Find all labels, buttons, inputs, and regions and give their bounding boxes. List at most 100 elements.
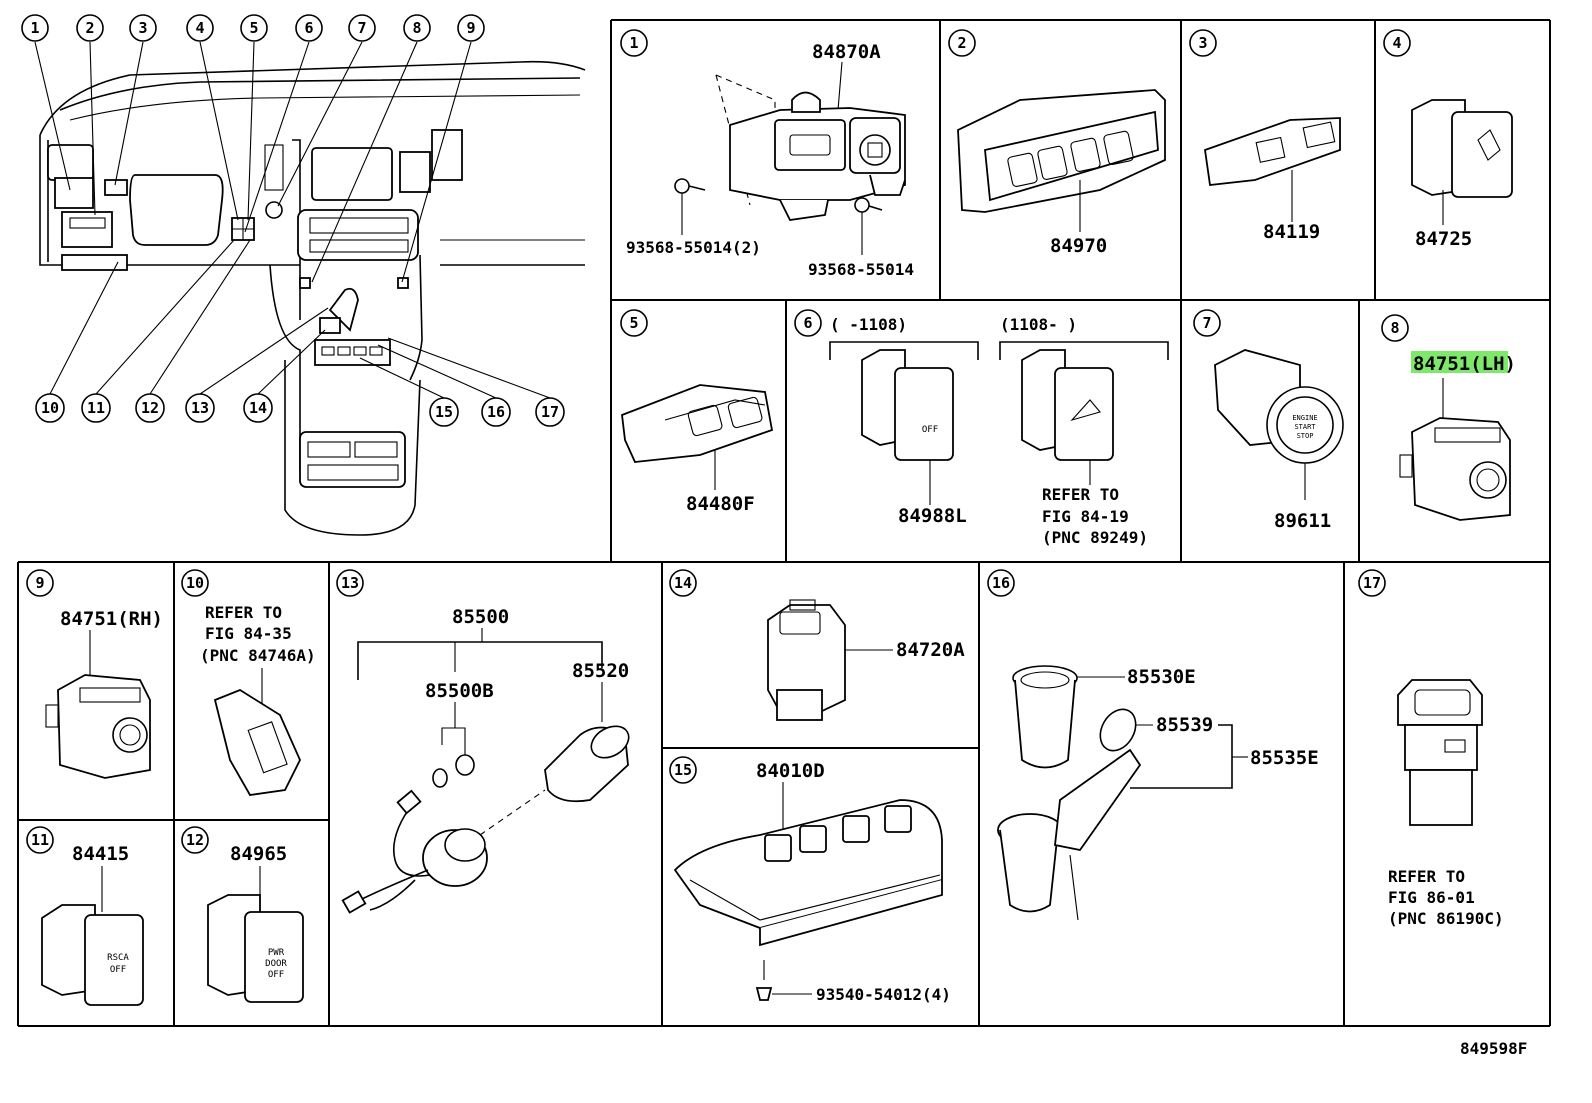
svg-text:7: 7 <box>1202 314 1211 332</box>
panel-12-part-number: 84965 <box>230 843 287 865</box>
overview-callout-15: 15 <box>429 397 459 427</box>
panel-6-ref-line-1: REFER TO <box>1042 485 1119 504</box>
svg-text:1: 1 <box>629 34 638 52</box>
overview-callout-7: 7 <box>348 14 376 42</box>
panel-15-part-number: 84010D <box>756 760 825 782</box>
panel-14-part-number: 84720A <box>896 639 965 661</box>
panel-12-switch-text-2: DOOR <box>265 959 287 969</box>
svg-text:13: 13 <box>341 574 359 592</box>
overview-callout-8: 8 <box>403 14 431 42</box>
overview-callout-4: 4 <box>186 14 214 42</box>
panel-13-part-c: 85520 <box>572 660 629 682</box>
panel-11-part-number: 84415 <box>72 843 129 865</box>
part-highlight <box>1411 351 1508 373</box>
svg-text:16: 16 <box>992 574 1010 592</box>
svg-text:2: 2 <box>85 19 94 37</box>
svg-text:4: 4 <box>1392 34 1401 52</box>
panel-8-part-number: 84751(LH) <box>1413 353 1516 375</box>
svg-text:3: 3 <box>138 19 147 37</box>
panel-11: 11 84415 RSCA OFF <box>26 826 144 1006</box>
panel-6-range-left: ( -1108) <box>830 315 907 334</box>
svg-text:11: 11 <box>31 831 49 849</box>
svg-text:12: 12 <box>186 831 204 849</box>
panel-11-switch-text-1: RSCA <box>107 953 129 963</box>
svg-text:4: 4 <box>195 19 204 37</box>
svg-text:10: 10 <box>186 574 204 592</box>
svg-text:5: 5 <box>629 314 638 332</box>
svg-text:17: 17 <box>1363 574 1381 592</box>
svg-text:8: 8 <box>1390 319 1399 337</box>
svg-text:17: 17 <box>541 403 559 421</box>
panel-7-part-number: 89611 <box>1274 510 1331 532</box>
svg-text:11: 11 <box>87 399 105 417</box>
panel-4: 4 84725 <box>1383 29 1513 250</box>
overview-callout-14: 14 <box>243 393 273 423</box>
panel-17: 17 REFER TO FIG 86-01 (PNC 86190C) <box>1358 569 1504 928</box>
svg-text:5: 5 <box>249 19 258 37</box>
overview-callout-16: 16 <box>481 397 511 427</box>
svg-text:12: 12 <box>141 399 159 417</box>
svg-text:8: 8 <box>412 19 421 37</box>
svg-text:15: 15 <box>674 761 692 779</box>
svg-text:6: 6 <box>803 314 812 332</box>
panel-5-part-number: 84480F <box>686 493 755 515</box>
panel-10: 10 REFER TO FIG 84-35 (PNC 84746A) <box>181 569 316 796</box>
panel-1: 1 84870A 93568-55014(2) 93568-55014 <box>620 29 914 279</box>
overview-callout-3: 3 <box>129 14 157 42</box>
overview-callout-2: 2 <box>76 14 104 42</box>
panel-11-switch-text-2: OFF <box>110 965 126 975</box>
panel-15: 15 84010D 93540-54012(4) <box>669 756 951 1004</box>
overview-callout-6: 6 <box>295 14 323 42</box>
panel-8: 8 84751(LH) <box>1381 314 1516 521</box>
panel-12-switch-text-3: OFF <box>268 970 284 980</box>
panel-3: 3 84119 <box>1189 29 1341 243</box>
svg-text:14: 14 <box>674 574 692 592</box>
overview-callout-12: 12 <box>135 393 165 423</box>
panel-13-part-b: 85500B <box>425 680 494 702</box>
panel-13-part-main: 85500 <box>452 606 509 628</box>
svg-text:9: 9 <box>35 574 44 592</box>
panel-6: 6 ( -1108) (1108- ) OFF 84988L REFER TO … <box>794 309 1169 547</box>
panel-6-ref-line-3: (PNC 89249) <box>1042 528 1148 547</box>
overview-callout-5: 5 <box>240 14 268 42</box>
panel-9-part-number: 84751(RH) <box>60 608 163 630</box>
panel-grid <box>17 19 1551 1027</box>
figure-code: 849598F <box>1460 1039 1527 1058</box>
panel-1-screw-right-label: 93568-55014 <box>808 260 914 279</box>
overview-callout-13: 13 <box>185 393 215 423</box>
panel-4-part-number: 84725 <box>1415 228 1472 250</box>
svg-text:7: 7 <box>357 19 366 37</box>
svg-text:16: 16 <box>487 403 505 421</box>
panel-7-button-text-1: ENGINE <box>1292 414 1317 422</box>
svg-text:1: 1 <box>30 19 39 37</box>
panel-7-button-text-3: STOP <box>1297 432 1314 440</box>
panel-16: 16 85530E 85539 85535E <box>987 569 1319 921</box>
panel-16-part-c: 85535E <box>1250 747 1319 769</box>
overview-callout-10: 10 <box>35 393 65 423</box>
svg-text:2: 2 <box>957 34 966 52</box>
panel-1-screw-left-label: 93568-55014(2) <box>626 238 761 257</box>
panel-12: 12 84965 PWR DOOR OFF <box>181 826 304 1003</box>
panel-16-part-b: 85539 <box>1156 714 1213 736</box>
panel-16-part-a: 85530E <box>1127 666 1196 688</box>
svg-text:9: 9 <box>466 19 475 37</box>
panel-7-button-text-2: START <box>1294 423 1316 431</box>
dashboard-overview: 1 2 3 4 5 6 7 8 9 10 11 12 13 14 15 16 1… <box>21 14 586 536</box>
overview-callout-17: 17 <box>535 397 565 427</box>
overview-callout-9: 9 <box>457 14 485 42</box>
panel-6-ref-line-2: FIG 84-19 <box>1042 507 1129 526</box>
svg-text:13: 13 <box>191 399 209 417</box>
svg-text:6: 6 <box>304 19 313 37</box>
panel-17-ref-line-1: REFER TO <box>1388 867 1465 886</box>
panel-6-part-number: 84988L <box>898 505 967 527</box>
panel-12-switch-text-1: PWR <box>268 948 285 958</box>
panel-15-screw-label: 93540-54012(4) <box>816 985 951 1004</box>
svg-text:10: 10 <box>41 399 59 417</box>
panel-9: 9 84751(RH) <box>26 569 163 779</box>
panel-10-ref-line-3: (PNC 84746A) <box>200 646 316 665</box>
panel-1-callout <box>620 29 648 57</box>
panel-2-part-number: 84970 <box>1050 235 1107 257</box>
panel-6-switch-text: OFF <box>922 425 938 435</box>
panel-5: 5 84480F <box>620 309 774 515</box>
